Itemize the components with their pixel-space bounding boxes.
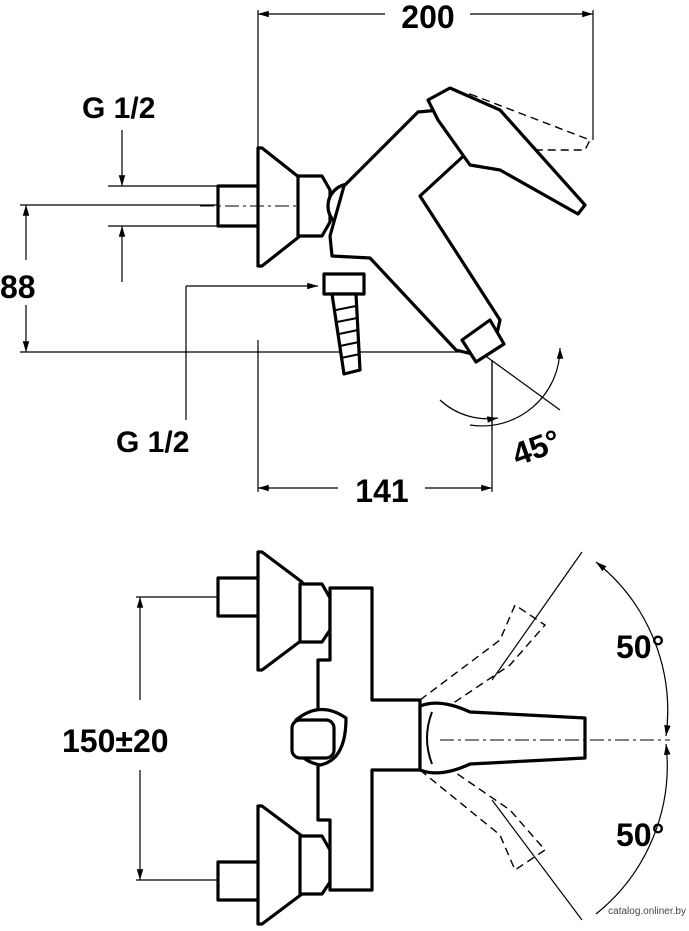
escutcheon (256, 146, 302, 268)
inlet-bottom (216, 804, 332, 926)
lever-position-down (419, 761, 547, 872)
diverter-cap (290, 718, 336, 760)
outlet-thread-dimension: G 1/2 (116, 282, 318, 459)
inlet-thread-dimension: G 1/2 (82, 92, 220, 282)
nut (296, 174, 332, 238)
faucet-side-body (200, 86, 591, 376)
lever (426, 86, 587, 216)
height-label: 88 (0, 269, 36, 305)
top-body (316, 586, 422, 892)
lever-angle-down-label: 50° (616, 817, 664, 853)
watermark: catalog.onliner.by (608, 906, 686, 917)
lever-angle-up-label: 50° (616, 629, 664, 665)
width-dimension: 200 (257, 0, 594, 175)
spout-tip (460, 318, 506, 364)
inlet-top (216, 550, 332, 672)
hose (330, 292, 362, 376)
width-label: 200 (401, 0, 454, 35)
top-view: 150±20 50° 50° (62, 550, 671, 926)
center-distance-label: 150±20 (62, 723, 169, 759)
nut-bottom (298, 834, 332, 896)
depth-label: 141 (355, 473, 408, 509)
inlet-nipple-bottom (216, 860, 262, 902)
side-view: 200 G 1/2 88 G 1/2 (0, 0, 594, 509)
spout-angle-label: 45° (507, 422, 565, 472)
lever-position-up (419, 603, 547, 713)
inlet-nipple-top (216, 576, 262, 618)
height-dimension: 88 (0, 204, 480, 353)
spout-angle-dimension: 45° (439, 347, 565, 473)
nut-top (298, 582, 332, 644)
outlet-thread-label: G 1/2 (116, 426, 189, 459)
escutcheon-top (256, 550, 304, 672)
center-distance-dimension: 150±20 (62, 596, 230, 881)
hose-nut (322, 272, 366, 296)
inlet-thread-label: G 1/2 (82, 92, 155, 125)
top-lever (418, 701, 587, 775)
escutcheon-bottom (256, 804, 304, 926)
depth-dimension: 141 (257, 340, 493, 509)
